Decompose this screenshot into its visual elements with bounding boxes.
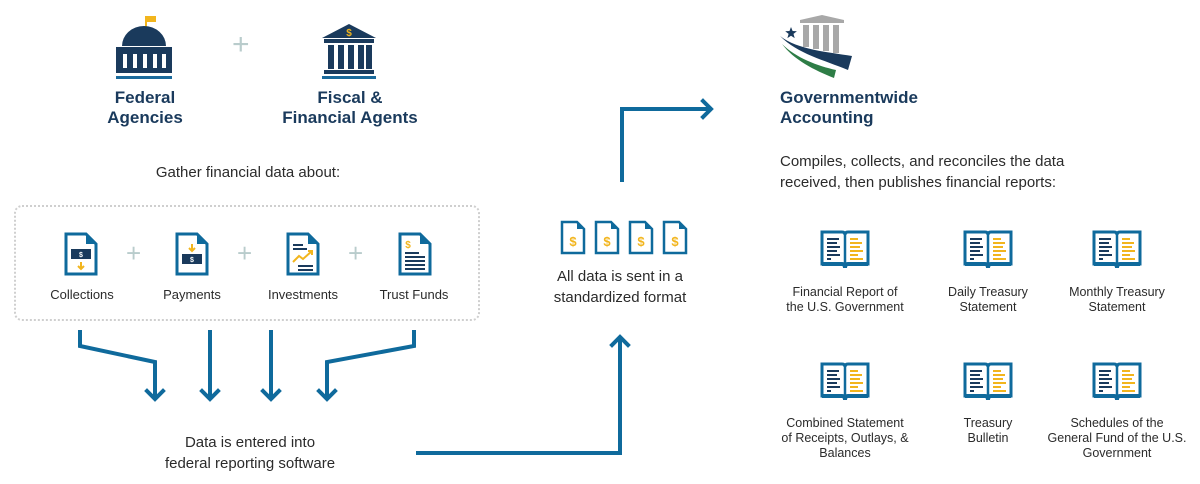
gwa-title-line1: Governmentwide (780, 88, 918, 107)
svg-text:$: $ (671, 234, 679, 249)
gather-box (14, 205, 480, 321)
report-label-line: Monthly Treasury (1069, 285, 1165, 299)
arrow-collections (78, 330, 166, 402)
dollar-document-icon: $ (560, 220, 586, 255)
report-label-line: Daily Treasury (948, 285, 1028, 299)
arrow-to-gwa (620, 98, 714, 182)
gwa-desc-line2: received, then publishes financial repor… (780, 174, 1056, 191)
plus-sign: + (126, 238, 142, 268)
svg-text:$: $ (603, 234, 611, 249)
svg-text:$: $ (79, 252, 83, 259)
standardized-documents: $ $ $ $ (560, 220, 690, 256)
entered-text: Data is entered into federal reporting s… (110, 432, 390, 474)
federal-agencies-label: Federal Agencies (80, 88, 210, 128)
gather-item-label: Investments (267, 287, 339, 302)
open-book-icon (820, 228, 870, 275)
gather-item-label: Trust Funds (379, 287, 449, 302)
report-label-line: Combined Statement (786, 416, 904, 430)
gwa-title-line2: Accounting (780, 108, 874, 127)
dollar-document-icon: $ (594, 220, 620, 255)
arrow-investments (260, 330, 282, 402)
arrow-to-standardized (416, 334, 631, 455)
svg-text:$: $ (405, 240, 411, 251)
payments-document-icon: $ (175, 232, 209, 281)
plus-sign: + (237, 238, 253, 268)
report-label-line: Government (1082, 446, 1152, 460)
report-label-line: General Fund of the U.S. (1047, 431, 1187, 445)
open-book-icon (1092, 360, 1142, 407)
capitol-building-icon (112, 14, 176, 80)
bank-building-icon: $ (320, 22, 378, 80)
arrow-trust-funds (316, 330, 416, 402)
dollar-document-icon: $ (662, 220, 688, 255)
report-label-line: Bulletin (967, 431, 1009, 445)
open-book-icon (1092, 228, 1142, 275)
open-book-icon (963, 228, 1013, 275)
svg-text:$: $ (190, 257, 194, 264)
gather-item-label: Payments (163, 287, 221, 302)
federal-agencies-line1: Federal (114, 88, 176, 107)
standardized-line2: standardized format (553, 289, 687, 306)
report-label-line: of Receipts, Outlays, & (781, 431, 909, 445)
entered-line2: federal reporting software (164, 455, 336, 472)
standardized-line1: All data is sent in a (557, 268, 683, 285)
report-label-line: Schedules of the (1070, 416, 1164, 430)
svg-text:$: $ (346, 28, 352, 39)
svg-text:$: $ (637, 234, 645, 249)
report-label-line: Treasury (963, 416, 1013, 430)
report-label-line: Financial Report of (792, 285, 898, 299)
report-label-line: Statement (959, 300, 1017, 314)
gather-item-label: Collections (50, 287, 114, 302)
report-label-line: the U.S. Government (786, 300, 904, 314)
gwa-description: Compiles, collects, and reconciles the d… (780, 151, 1180, 193)
entered-line1: Data is entered into (184, 434, 316, 451)
report-label-line: Balances (819, 446, 871, 460)
dollar-document-icon: $ (628, 220, 654, 255)
gwa-desc-line1: Compiles, collects, and reconciles the d… (780, 153, 1065, 170)
federal-agencies-line2: Agencies (107, 108, 183, 127)
fiscal-agents-line1: Fiscal & (317, 88, 383, 107)
gwa-title: Governmentwide Accounting (780, 88, 1000, 128)
open-book-icon (963, 360, 1013, 407)
plus-sign: + (348, 238, 364, 268)
report-label-line: Statement (1088, 300, 1146, 314)
plus-sign: + (232, 28, 250, 61)
collections-document-icon: $ (64, 232, 98, 281)
standardized-text: All data is sent in a standardized forma… (510, 266, 730, 308)
gather-heading: Gather financial data about: (155, 164, 341, 181)
fiscal-agents-line2: Financial Agents (282, 108, 418, 127)
arrow-payments (199, 330, 221, 402)
treasury-logo (778, 14, 856, 80)
fiscal-agents-label: Fiscal & Financial Agents (260, 88, 440, 128)
svg-text:$: $ (569, 234, 577, 249)
open-book-icon (820, 360, 870, 407)
trust-funds-document-icon: $ (398, 232, 432, 281)
investments-document-icon (286, 232, 320, 281)
